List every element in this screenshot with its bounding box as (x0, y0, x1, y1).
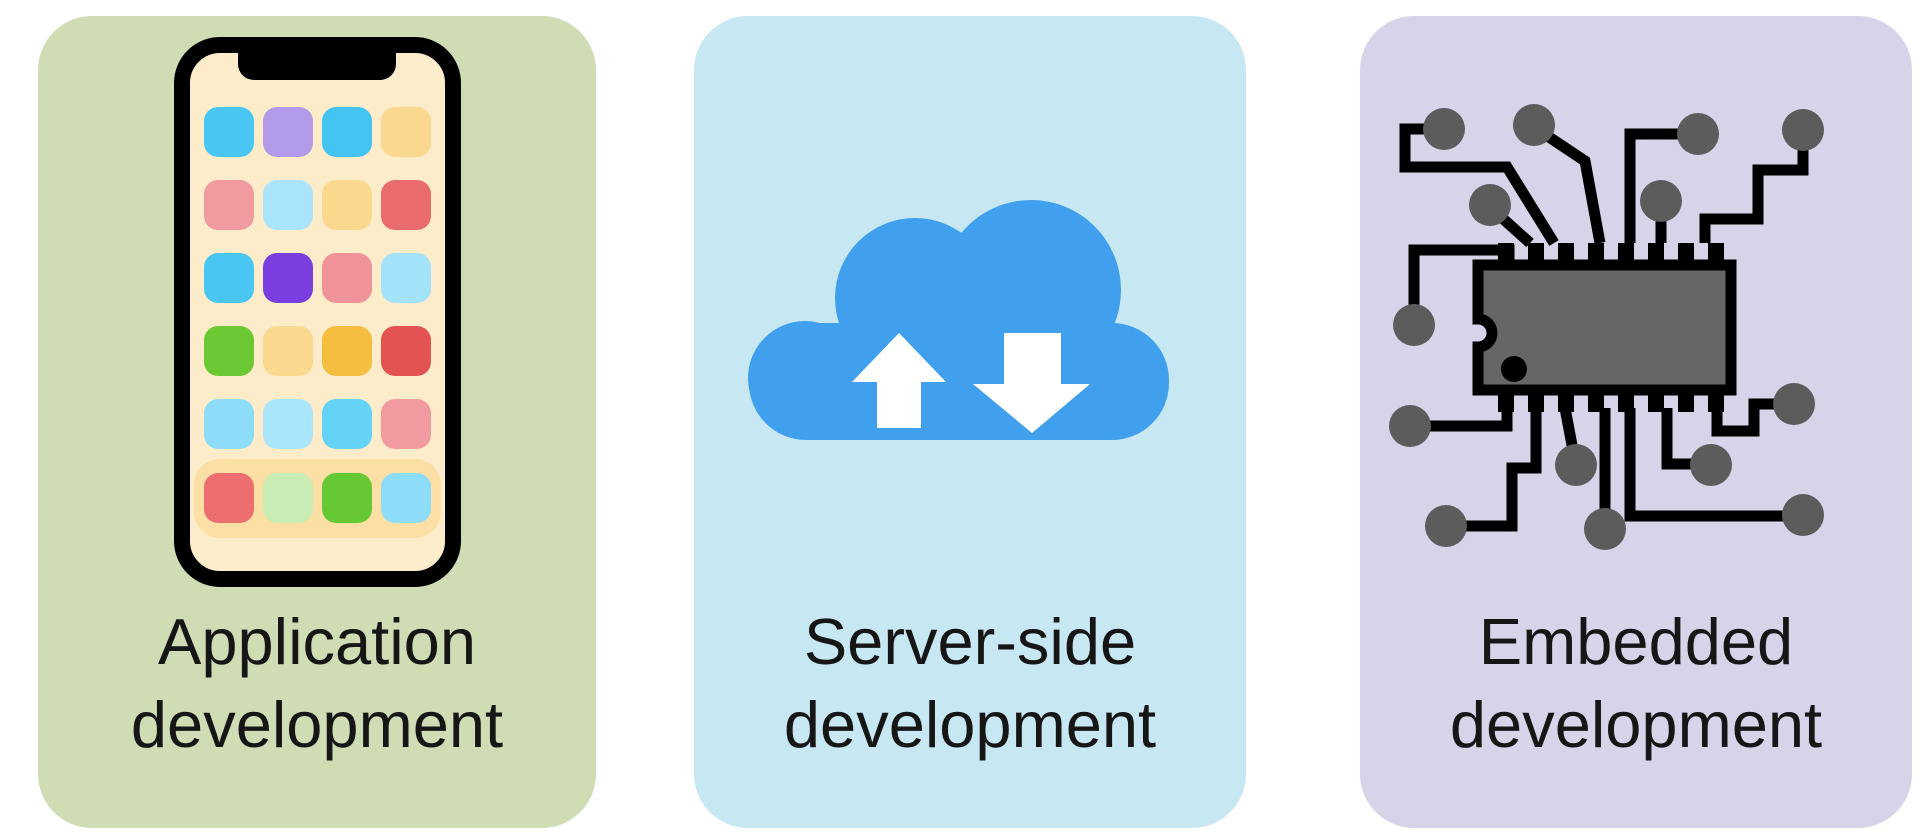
app-icon (203, 106, 254, 157)
app-icon (262, 325, 313, 376)
cloud-sync-icon (694, 16, 1246, 600)
app-icon (203, 325, 254, 376)
app-icon (203, 398, 254, 449)
smartphone-icon (38, 16, 596, 600)
app-icon (203, 179, 254, 230)
microchip-circuit-icon (1360, 16, 1912, 600)
upload-arrow-icon (852, 333, 946, 429)
app-icon-grid (190, 106, 445, 449)
app-icon (321, 179, 372, 230)
phone-dock (193, 458, 441, 538)
card-label: Server-side development (784, 600, 1156, 766)
card-label-line1: Embedded (1478, 604, 1794, 678)
app-icon (380, 398, 431, 449)
dock-app-icon (203, 473, 254, 524)
card-application-development[interactable]: Application development (38, 16, 596, 828)
card-label-line1: Application (157, 604, 476, 678)
cloud-icon (748, 200, 1169, 441)
app-icon (380, 325, 431, 376)
microchip-icon (1389, 104, 1824, 551)
download-arrow-icon (973, 333, 1090, 434)
app-icon (321, 398, 372, 449)
app-icon (380, 179, 431, 230)
app-icon (321, 325, 372, 376)
app-icon (262, 398, 313, 449)
card-label: Application development (131, 600, 503, 766)
chip-pin1-dot (1501, 356, 1527, 383)
app-icon (203, 252, 254, 303)
dock-app-icon (380, 473, 431, 524)
card-label: Embedded development (1450, 600, 1822, 766)
app-icon (380, 106, 431, 157)
phone-frame (173, 36, 461, 587)
dock-app-icon (321, 473, 372, 524)
chip-body (1472, 259, 1737, 396)
card-label-line1: Server-side (803, 604, 1137, 678)
card-label-line2: development (1449, 687, 1823, 761)
card-label-line2: development (783, 687, 1157, 761)
card-label-line2: development (130, 687, 504, 761)
phone-notch (238, 50, 396, 80)
app-icon (262, 106, 313, 157)
dock-app-icon (262, 473, 313, 524)
app-icon (262, 252, 313, 303)
circuit-nodes (1389, 104, 1824, 551)
app-icon (321, 106, 372, 157)
app-icon (262, 179, 313, 230)
card-embedded-development[interactable]: Embedded development (1360, 16, 1912, 828)
app-icon (321, 252, 372, 303)
card-server-side-development[interactable]: Server-side development (694, 16, 1246, 828)
app-icon (380, 252, 431, 303)
